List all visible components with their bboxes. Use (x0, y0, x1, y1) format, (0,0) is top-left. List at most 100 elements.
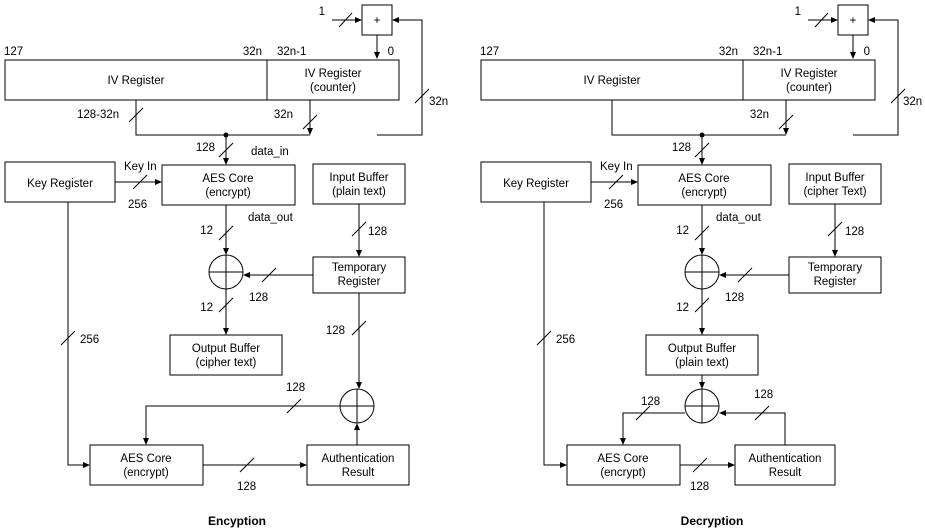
enc-output-buffer-label-1: Output Buffer (192, 343, 260, 355)
enc-width-128-auth: 128 (237, 481, 256, 493)
enc-input-buffer (312, 163, 406, 205)
dec-width-12-a: 12 (676, 225, 689, 237)
dec-aes-core-bottom (566, 444, 681, 486)
enc-aes-core-bottom (89, 444, 204, 486)
enc-auth-result (306, 444, 410, 486)
enc-feedback-width: 32n (429, 96, 448, 108)
enc-data-in-label: data_in (251, 146, 289, 158)
enc-width-256-key: 256 (128, 199, 147, 211)
dec-output-buffer-label-1: Output Buffer (668, 343, 736, 355)
dec-key-register (480, 161, 592, 203)
dec-bit-32n: 32n (719, 46, 738, 58)
dec-adder-symbol: + (850, 15, 857, 27)
dec-xor-feedback-wire (622, 412, 685, 438)
dec-key-register-label: Key Register (503, 178, 569, 190)
enc-width-12-b: 12 (200, 302, 213, 314)
enc-auth-result-label-2: Result (342, 467, 375, 479)
enc-width-128-input: 128 (368, 226, 387, 238)
dec-width-12-b: 12 (676, 302, 689, 314)
enc-iv-counter-label-2: (counter) (310, 82, 356, 94)
enc-data-out-label: data_out (248, 212, 294, 224)
dec-temp-register (788, 256, 882, 294)
enc-key-in-label: Key In (124, 161, 157, 173)
enc-width-256-long: 256 (80, 334, 99, 346)
dec-iv-upper-wire (611, 100, 702, 136)
dec-width-128-data-in: 128 (672, 142, 691, 154)
dec-aes-core-top-label-1: AES Core (678, 173, 729, 185)
enc-output-buffer (169, 334, 283, 376)
dec-width-128-auth-up: 128 (754, 389, 773, 401)
enc-iv-upper-wire (135, 100, 226, 136)
enc-aes-core-top-label-2: (encrypt) (205, 187, 251, 199)
enc-width-128-temp-to-xor: 128 (249, 292, 268, 304)
enc-output-buffer-label-2: (cipher text) (196, 357, 257, 369)
enc-aes-core-bottom-label-2: (encrypt) (123, 467, 169, 479)
dec-aes-core-top (637, 164, 772, 206)
dec-input-buffer (788, 163, 882, 205)
dec-caption: Decryption (681, 514, 744, 528)
dec-bit-0: 0 (864, 46, 870, 58)
dec-temp-register-label-1: Temporary (808, 262, 863, 274)
dec-aes-core-top-label-2: (encrypt) (681, 187, 727, 199)
dec-input-buffer-label-1: Input Buffer (805, 172, 864, 184)
dec-aes-core-bottom-label-2: (encrypt) (600, 467, 646, 479)
enc-temp-register (312, 256, 406, 294)
dec-auth-result-label-1: Authentication (749, 453, 822, 465)
enc-bit-0: 0 (388, 46, 394, 58)
enc-width-128-32n: 128-32n (77, 109, 119, 121)
dec-iv-counter-label-1: IV Register (781, 68, 838, 80)
dec-input-buffer-label-2: (cipher Text) (803, 186, 866, 198)
enc-iv-register (4, 59, 268, 101)
dec-width-32n-mid: 32n (750, 109, 769, 121)
enc-bit-32n-minus-1: 32n-1 (277, 46, 306, 58)
dec-key-in-label: Key In (600, 161, 633, 173)
enc-width-128-temp-down: 128 (326, 325, 345, 337)
enc-key-long-wire (67, 202, 83, 466)
enc-bit-127: 127 (4, 46, 23, 58)
enc-increment-value: 1 (319, 6, 325, 18)
enc-caption: Encyption (208, 514, 266, 528)
dec-auth-to-xor-wire (726, 412, 786, 445)
encryption-diagram: + 1 32n 127 32n 32n-1 0 IV Register IV R… (4, 4, 448, 528)
enc-temp-register-label-2: Register (338, 276, 381, 288)
dec-increment-value: 1 (795, 6, 801, 18)
enc-temp-register-label-1: Temporary (332, 262, 387, 274)
enc-xor-feedback-wire (145, 405, 340, 438)
enc-key-register (4, 161, 116, 203)
enc-bit-32n: 32n (243, 46, 262, 58)
enc-auth-result-label-1: Authentication (322, 453, 395, 465)
dec-feedback-wire (853, 19, 899, 136)
dec-bit-32n-minus-1: 32n-1 (753, 46, 782, 58)
enc-input-buffer-label-2: (plain text) (332, 186, 386, 198)
dec-aes-core-bottom-label-1: AES Core (597, 453, 648, 465)
enc-iv-counter-register (266, 59, 400, 101)
enc-width-12-a: 12 (200, 225, 213, 237)
dec-adder (837, 4, 869, 36)
dec-temp-register-label-2: Register (814, 276, 857, 288)
dec-width-128-auth: 128 (690, 481, 709, 493)
dec-iv-counter-register (742, 59, 876, 101)
enc-input-buffer-label-1: Input Buffer (329, 172, 388, 184)
dec-width-256-key: 256 (604, 199, 623, 211)
dec-width-128-input: 128 (845, 226, 864, 238)
dec-auth-result (734, 444, 836, 486)
dec-width-128-feedback: 128 (641, 396, 660, 408)
enc-width-128-data-in: 128 (196, 142, 215, 154)
enc-width-128-feedback: 128 (286, 382, 305, 394)
dec-iv-counter-label-2: (counter) (786, 82, 832, 94)
dec-iv-register-label: IV Register (584, 75, 641, 87)
enc-key-register-label: Key Register (27, 178, 93, 190)
dec-data-out-label: data_out (716, 212, 762, 224)
dec-output-buffer (645, 334, 759, 376)
dec-auth-result-label-2: Result (769, 467, 802, 479)
enc-adder-symbol: + (374, 15, 381, 27)
enc-feedback-wire (377, 19, 423, 136)
enc-iv-counter-label-1: IV Register (305, 68, 362, 80)
enc-aes-core-top-label-1: AES Core (202, 173, 253, 185)
enc-width-32n-mid: 32n (274, 109, 293, 121)
dec-bit-127: 127 (480, 46, 499, 58)
dec-output-buffer-label-2: (plain text) (675, 357, 729, 369)
enc-aes-core-bottom-label-1: AES Core (120, 453, 171, 465)
enc-iv-register-label: IV Register (108, 75, 165, 87)
